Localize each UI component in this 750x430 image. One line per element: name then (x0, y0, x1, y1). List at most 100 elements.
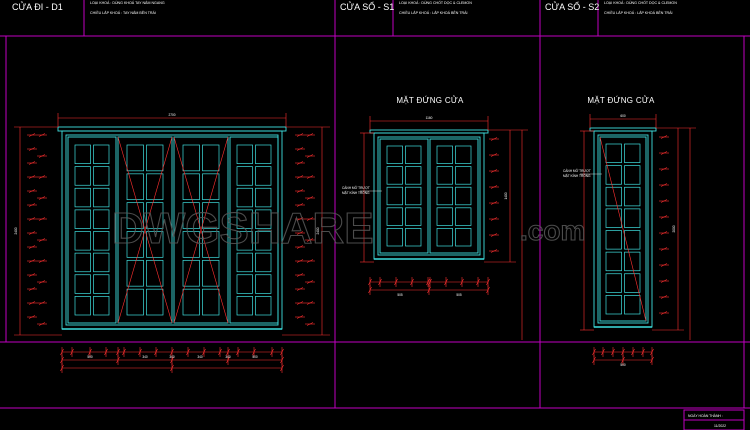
s2-glass-pane (624, 186, 641, 207)
s2-glass-pane (605, 165, 622, 185)
d1-glass-pane (202, 202, 220, 229)
d1-glass-pane (255, 187, 272, 208)
s1-glass-pane (386, 166, 403, 185)
s2-height-label: 2000 (672, 225, 676, 232)
d1-glass-pane (236, 144, 253, 164)
s2-glass-pane (605, 273, 622, 293)
s1-glass-pane (405, 228, 422, 247)
s2-segment-label: 500 (620, 363, 626, 367)
s1-lock-note-line1: CÁNH MỞ TRƯỢT (342, 185, 370, 190)
d1-glass-pane (202, 288, 220, 316)
footer-label: NGÀY HOÀN THÀNH : (688, 414, 723, 418)
header-s1-line1: LOẠI KHOÁ : DÙNG CHỐT DỌC & CLEMON (399, 0, 472, 5)
d1-glass-pane (182, 144, 200, 172)
s1-glass-pane (455, 228, 472, 247)
s1-glass-pane (455, 166, 472, 185)
d1-glass-pane (93, 209, 110, 229)
d1-glass-pane (182, 259, 200, 287)
s2-width-label: 600 (620, 114, 626, 118)
d1-opening-markers (117, 136, 229, 324)
d1-leaf-mid-left (117, 136, 173, 324)
d1-segment-label: 340 (142, 355, 148, 359)
d1-panel-grid (74, 144, 272, 316)
header-s2: CỬA SỔ - S2 LOẠI KHOÁ : DÙNG CHỐT DỌC & … (545, 0, 677, 15)
header-d1-line1: LOẠI KHOÁ : DÙNG KHOÁ TAY NẮM NGANG (90, 0, 165, 5)
s2-opening-marker (599, 136, 647, 322)
header-d1-code: CỬA ĐI - D1 (12, 1, 63, 12)
s1-lock-note-line2: MẶT KÍNH TRONG (342, 191, 370, 195)
d1-glass-pane (74, 166, 91, 186)
d1-glass-pane (202, 259, 220, 287)
s2-panel-grid (605, 143, 641, 315)
d1-glass-pane (202, 173, 220, 201)
d1-glass-pane (74, 252, 91, 273)
d1-glass-pane (236, 296, 253, 316)
header-s2-line2: CHIỀU LẮP KHOÁ : LẮP KHOÁ BÊN TRÁI (604, 10, 673, 15)
s1-glass-pane (405, 145, 422, 164)
d1-glass-pane (93, 187, 110, 208)
s2-lock-note-line1: CÁNH MỞ TRƯỢT (563, 168, 591, 173)
header-s2-code: CỬA SỔ - S2 (545, 1, 599, 12)
s2-glass-pane (605, 251, 622, 272)
window-s1-elevation (369, 129, 489, 260)
d1-glass-pane (74, 296, 91, 316)
s1-segment-label: 505 (456, 293, 462, 297)
s1-glass-pane (386, 186, 403, 206)
s2-glass-pane (624, 273, 641, 293)
d1-glass-pane (236, 252, 253, 273)
d1-glass-pane (126, 144, 144, 172)
s1-leaf-left (379, 138, 429, 254)
s2-glass-pane (624, 165, 641, 185)
s2-glass-pane (624, 143, 641, 163)
d1-glass-pane (74, 209, 91, 229)
header-s1-line2: CHIỀU LẮP KHOÁ : LẮP KHOÁ BÊN TRÁI (399, 10, 468, 15)
watermark-suffix: .com (520, 215, 585, 246)
d1-glass-pane (182, 231, 200, 258)
d1-segment-label: 500 (252, 355, 258, 359)
s1-glass-pane (386, 145, 403, 164)
door-d1-elevation (57, 126, 287, 330)
s1-outer-frame (373, 132, 485, 260)
s2-dimension-lines (580, 114, 696, 361)
watermark-text: DWGSHARE (112, 204, 374, 253)
header-s1: CỬA SỔ - S1 LOẠI KHOÁ : DÙNG CHỐT DỌC & … (340, 0, 472, 15)
s1-glass-pane (455, 186, 472, 206)
d1-glass-pane (236, 187, 253, 208)
s2-bottom-dimension-labels: 500 (620, 363, 626, 367)
s2-dimension-ticks (592, 135, 669, 365)
s1-view-title: MẶT ĐỨNG CỬA (396, 96, 464, 105)
header-d1: CỬA ĐI - D1 LOẠI KHOÁ : DÙNG KHOÁ TAY NẮ… (12, 0, 165, 15)
d1-glass-pane (146, 202, 164, 229)
d1-glass-pane (126, 202, 144, 229)
d1-glass-pane (146, 231, 164, 258)
d1-segment-label: 500 (87, 355, 93, 359)
d1-glass-pane (93, 274, 110, 294)
d1-glass-pane (93, 166, 110, 186)
s1-glass-pane (455, 207, 472, 226)
s2-glass-pane (624, 230, 641, 250)
s1-glass-pane (436, 186, 453, 206)
d1-segment-label: 340 (197, 355, 203, 359)
d1-glass-pane (93, 231, 110, 251)
d1-glass-pane (255, 166, 272, 186)
d1-glass-pane (146, 288, 164, 316)
d1-glass-pane (126, 231, 144, 258)
d1-height-label-right: 2400 (316, 227, 320, 234)
s1-glass-pane (386, 228, 403, 247)
s1-glass-pane (386, 207, 403, 226)
d1-glass-pane (146, 144, 164, 172)
s1-glass-pane (436, 207, 453, 226)
d1-glass-pane (74, 274, 91, 294)
d1-glass-pane (255, 209, 272, 229)
d1-glass-pane (255, 252, 272, 273)
s1-glass-pane (405, 186, 422, 206)
s2-leaf (599, 136, 647, 322)
d1-glass-pane (255, 274, 272, 294)
d1-glass-pane (236, 274, 253, 294)
d1-glass-pane (182, 173, 200, 201)
s2-glass-pane (624, 295, 641, 315)
window-s2-elevation (589, 127, 657, 328)
d1-segment-label: 340 (225, 355, 231, 359)
d1-height-label: 2400 (14, 227, 18, 234)
